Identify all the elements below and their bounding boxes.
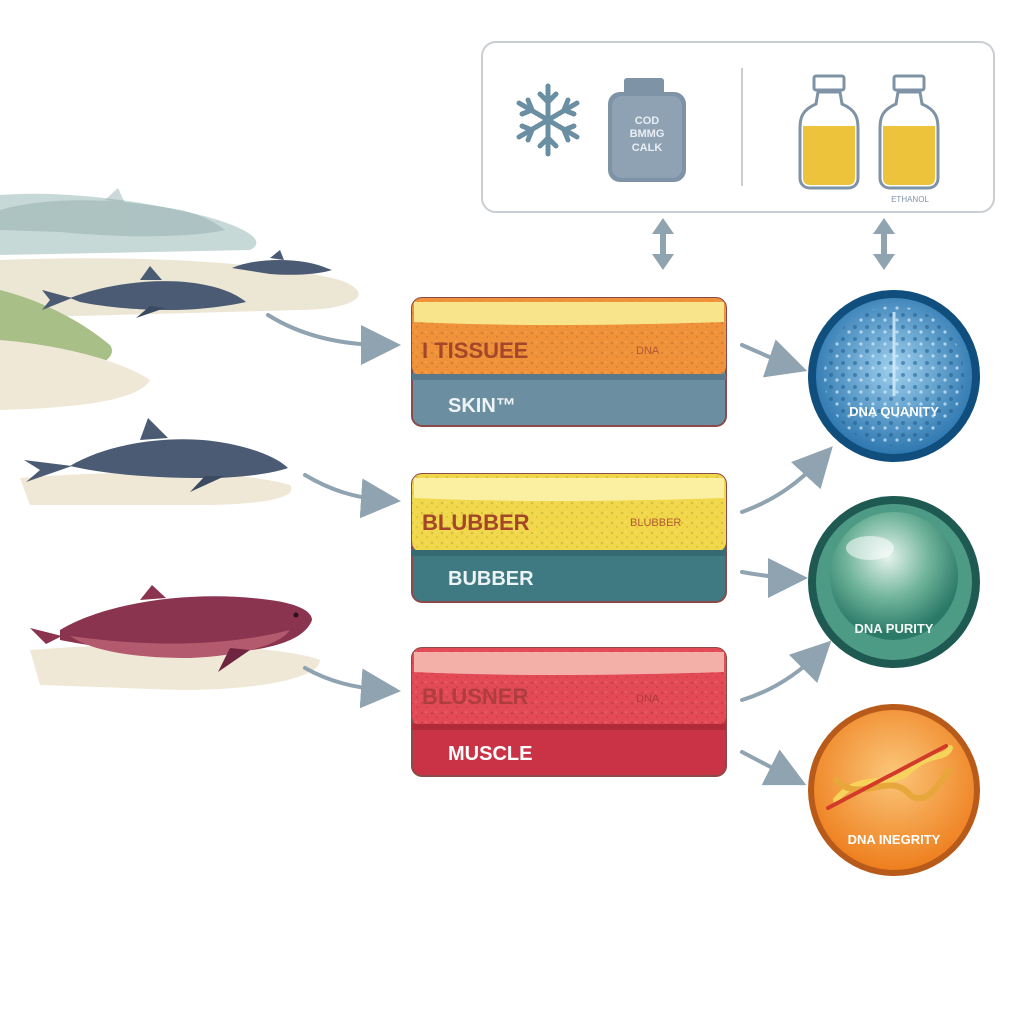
tissue-side-text: BLUBBER: [630, 517, 681, 529]
tissue-bottom-label: BUBBER: [448, 568, 534, 590]
tissue-block-muscle: BLUSNER DNA MUSCLE: [411, 647, 727, 777]
container-label-line2: BMMG: [630, 128, 665, 140]
animal-arrows: [266, 313, 401, 709]
snowflake-icon: [516, 83, 580, 157]
dna-strand-icon: [826, 744, 953, 810]
outcome-arrows: [740, 339, 833, 786]
outcome-label: DNA PURITY: [855, 621, 934, 636]
tissue-block-blubber: BLUBBER BLUBBER BUBBER: [411, 473, 727, 603]
outcome-label: DNA QUANITY: [849, 404, 939, 419]
tissue-top-label: BLUSNER: [422, 684, 528, 709]
tissue-top-label: BLUBBER: [422, 510, 530, 535]
cold-storage-container-icon: COD BMMG CALK: [608, 78, 686, 182]
small-dolphin-icon: [232, 250, 332, 275]
dolphin-icon-2: [24, 418, 288, 492]
outcome-dna-purity: DNA PURITY: [808, 496, 980, 668]
ethanol-bottle-icon-1: [798, 74, 860, 190]
tissue-top-label: I TISSUEE: [422, 338, 528, 363]
dolphin-icon-1: [42, 266, 246, 318]
tissue-block-skin: I TISSUEE DNA SKIN™: [411, 297, 727, 427]
faded-dolphin-icon: [0, 188, 225, 237]
container-label-line3: CALK: [632, 142, 663, 154]
outcome-label: DNA INEGRITY: [848, 832, 941, 847]
storage-link-arrow-1: [652, 218, 674, 270]
whale-icon: [22, 585, 312, 672]
tissue-bottom-label: MUSCLE: [448, 743, 532, 765]
storage-link-arrow-2: [873, 218, 895, 270]
tissue-side-text: DNA: [636, 693, 660, 705]
bottle-caption: ETHANOL: [891, 195, 929, 204]
tissue-bottom-label: SKIN™: [448, 395, 516, 417]
outcome-dna-integrity: DNA INEGRITY: [808, 704, 980, 876]
container-label-line1: COD: [635, 115, 660, 127]
outcome-dna-quantity: DNA QUANITY: [808, 290, 980, 462]
tissue-side-text: DNA: [636, 345, 660, 357]
ethanol-bottle-icon-2: [878, 74, 940, 190]
